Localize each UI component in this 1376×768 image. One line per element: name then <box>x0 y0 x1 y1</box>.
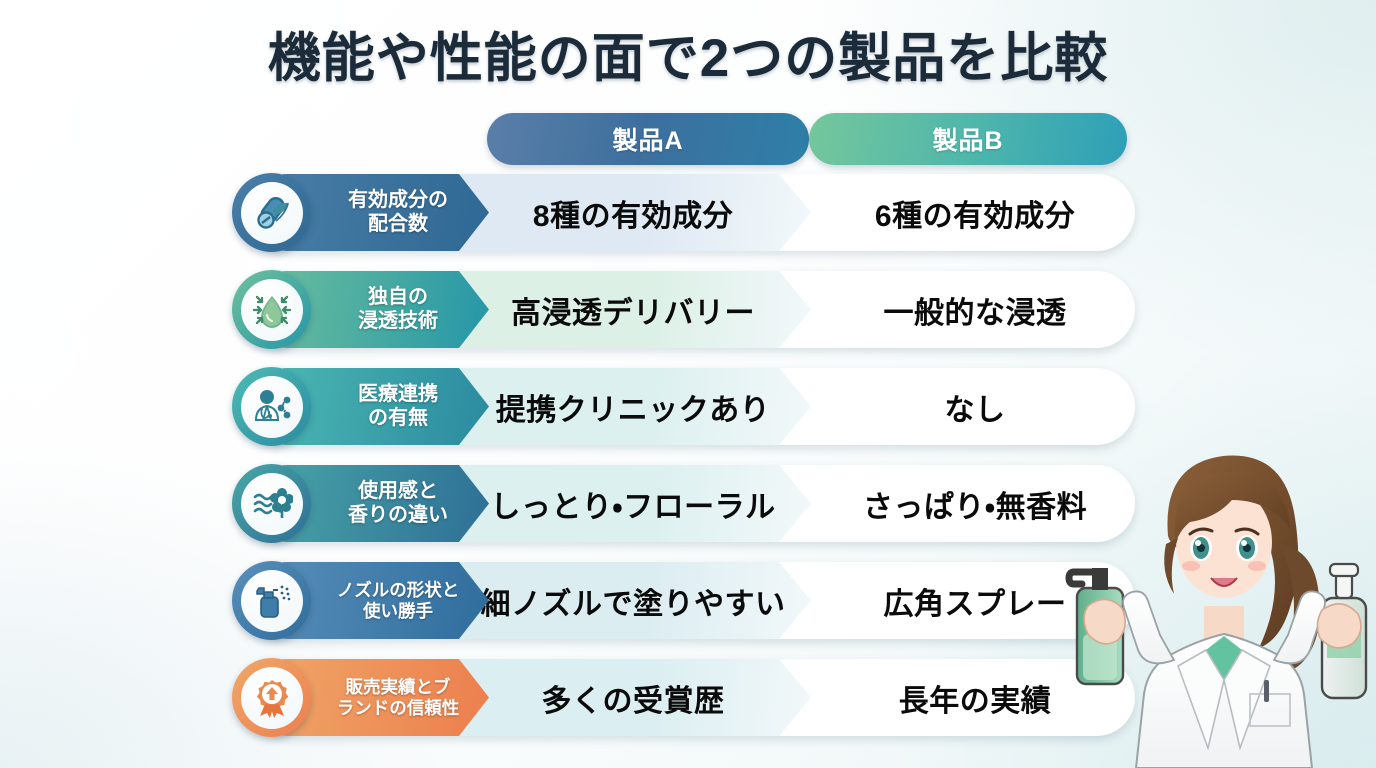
waves-flower-icon-badge <box>232 464 311 543</box>
row-label-line2: 浸透技術 <box>358 309 438 332</box>
cell-product-a: 高浸透デリバリー <box>455 271 811 348</box>
row-label-line1: 販売実績とブ <box>345 676 451 697</box>
pill-leaf-icon <box>240 181 303 244</box>
row-label-text: 有効成分の 配合数 <box>335 189 461 236</box>
row-label-line1: 医療連携 <box>358 382 438 405</box>
cell-product-a-value: 高浸透デリバリー <box>511 296 755 330</box>
cell-product-b: さっぱり・無香料 <box>815 465 1135 542</box>
cell-product-b: なし <box>815 368 1135 445</box>
row-label-line2: ランドの信頼性 <box>336 697 460 718</box>
doctor-network-icon <box>240 375 303 438</box>
water-drop-arrows-icon-badge <box>232 270 311 349</box>
cell-product-b: 長年の実績 <box>815 659 1135 736</box>
title-container: 機能や性能の面で2つの製品を比較 <box>0 16 1376 92</box>
row-label-text: 医療連携 の有無 <box>335 383 461 430</box>
header-product-b: 製品B <box>809 113 1127 165</box>
row-label-line2: 香りの違い <box>348 503 448 526</box>
water-drop-arrows-icon <box>240 278 303 341</box>
cell-product-b: 一般的な浸透 <box>815 271 1135 348</box>
spray-bottle-icon-badge <box>232 561 311 640</box>
cell-product-a-value: 多くの受賞歴 <box>541 684 725 718</box>
row-label-line2: 配合数 <box>368 212 428 235</box>
row-label-text: 使用感と 香りの違い <box>335 480 461 527</box>
female-pharmacist-illustration <box>1064 438 1376 768</box>
row-label-line1: 独自の <box>368 285 428 308</box>
cell-product-b-value: なし <box>944 393 1006 427</box>
cell-product-b-value: さっぱり・無香料 <box>862 490 1088 524</box>
cell-product-b-value: 一般的な浸透 <box>883 296 1067 330</box>
cell-product-a: しっとり・フローラル <box>455 465 811 542</box>
row-label-text: 独自の 浸透技術 <box>335 286 461 333</box>
cell-product-b-value: 広角スプレー <box>883 587 1067 621</box>
doctor-network-icon-badge <box>232 367 311 446</box>
column-headers: 製品A 製品B <box>487 113 1127 165</box>
cell-product-a: 提携クリニックあり <box>455 368 811 445</box>
cell-product-b: 広角スプレー <box>815 562 1135 639</box>
row-label-line1: 使用感と <box>358 479 438 502</box>
row-label-line1: 有効成分の <box>348 188 448 211</box>
row-label-line2: 使い勝手 <box>363 600 433 621</box>
table-row: 8種の有効成分 6種の有効成分 有効成分の 配合数 <box>0 170 1376 267</box>
row-label-text: ノズルの形状と 使い勝手 <box>335 580 461 621</box>
table-row: しっとり・フローラル さっぱり・無香料 使用感と 香りの違い <box>0 461 1376 558</box>
row-label-line1: ノズルの形状と <box>336 579 460 600</box>
table-row: 提携クリニックあり なし 医療連携 の有無 <box>0 364 1376 461</box>
cell-product-a: 8種の有効成分 <box>455 174 811 251</box>
cell-product-a-value: しっとり・フローラル <box>490 490 776 524</box>
hair-front <box>1175 471 1290 542</box>
pill-leaf-icon-badge <box>232 173 311 252</box>
row-label-line2: の有無 <box>368 406 428 429</box>
award-ribbon-icon-badge <box>232 658 311 737</box>
table-row: 多くの受賞歴 長年の実績 販売実績とブ ランドの信頼性 <box>0 655 1376 752</box>
cell-product-a-value: 細ノズルで塗りやすい <box>480 587 786 621</box>
table-row: 細ノズルで塗りやすい 広角スプレー ノズルの形状と 使い勝手 <box>0 558 1376 655</box>
cell-product-b: 6種の有効成分 <box>815 174 1135 251</box>
inner-shirt <box>1206 636 1242 680</box>
cell-product-b-value: 長年の実績 <box>898 684 1052 718</box>
cell-product-a: 細ノズルで塗りやすい <box>455 562 811 639</box>
hand-right <box>1316 603 1362 649</box>
table-row: 高浸透デリバリー 一般的な浸透 独自の 浸透技術 <box>0 267 1376 364</box>
comparison-table: 8種の有効成分 6種の有効成分 有効成分の 配合数 高浸透デリバリー 一般的な <box>0 170 1376 752</box>
page-title: 機能や性能の面で2つの製品を比較 <box>267 29 1109 88</box>
header-product-a: 製品A <box>487 113 809 165</box>
waves-flower-icon <box>240 472 303 535</box>
cell-product-a-value: 8種の有効成分 <box>532 199 734 233</box>
row-label-text: 販売実績とブ ランドの信頼性 <box>335 677 461 718</box>
cell-product-a: 多くの受賞歴 <box>455 659 811 736</box>
hand-left <box>1083 598 1126 645</box>
cell-product-a-value: 提携クリニックあり <box>495 393 771 427</box>
spray-bottle-icon <box>240 569 303 632</box>
cell-product-b-value: 6種の有効成分 <box>874 199 1076 233</box>
award-ribbon-icon <box>240 666 303 729</box>
